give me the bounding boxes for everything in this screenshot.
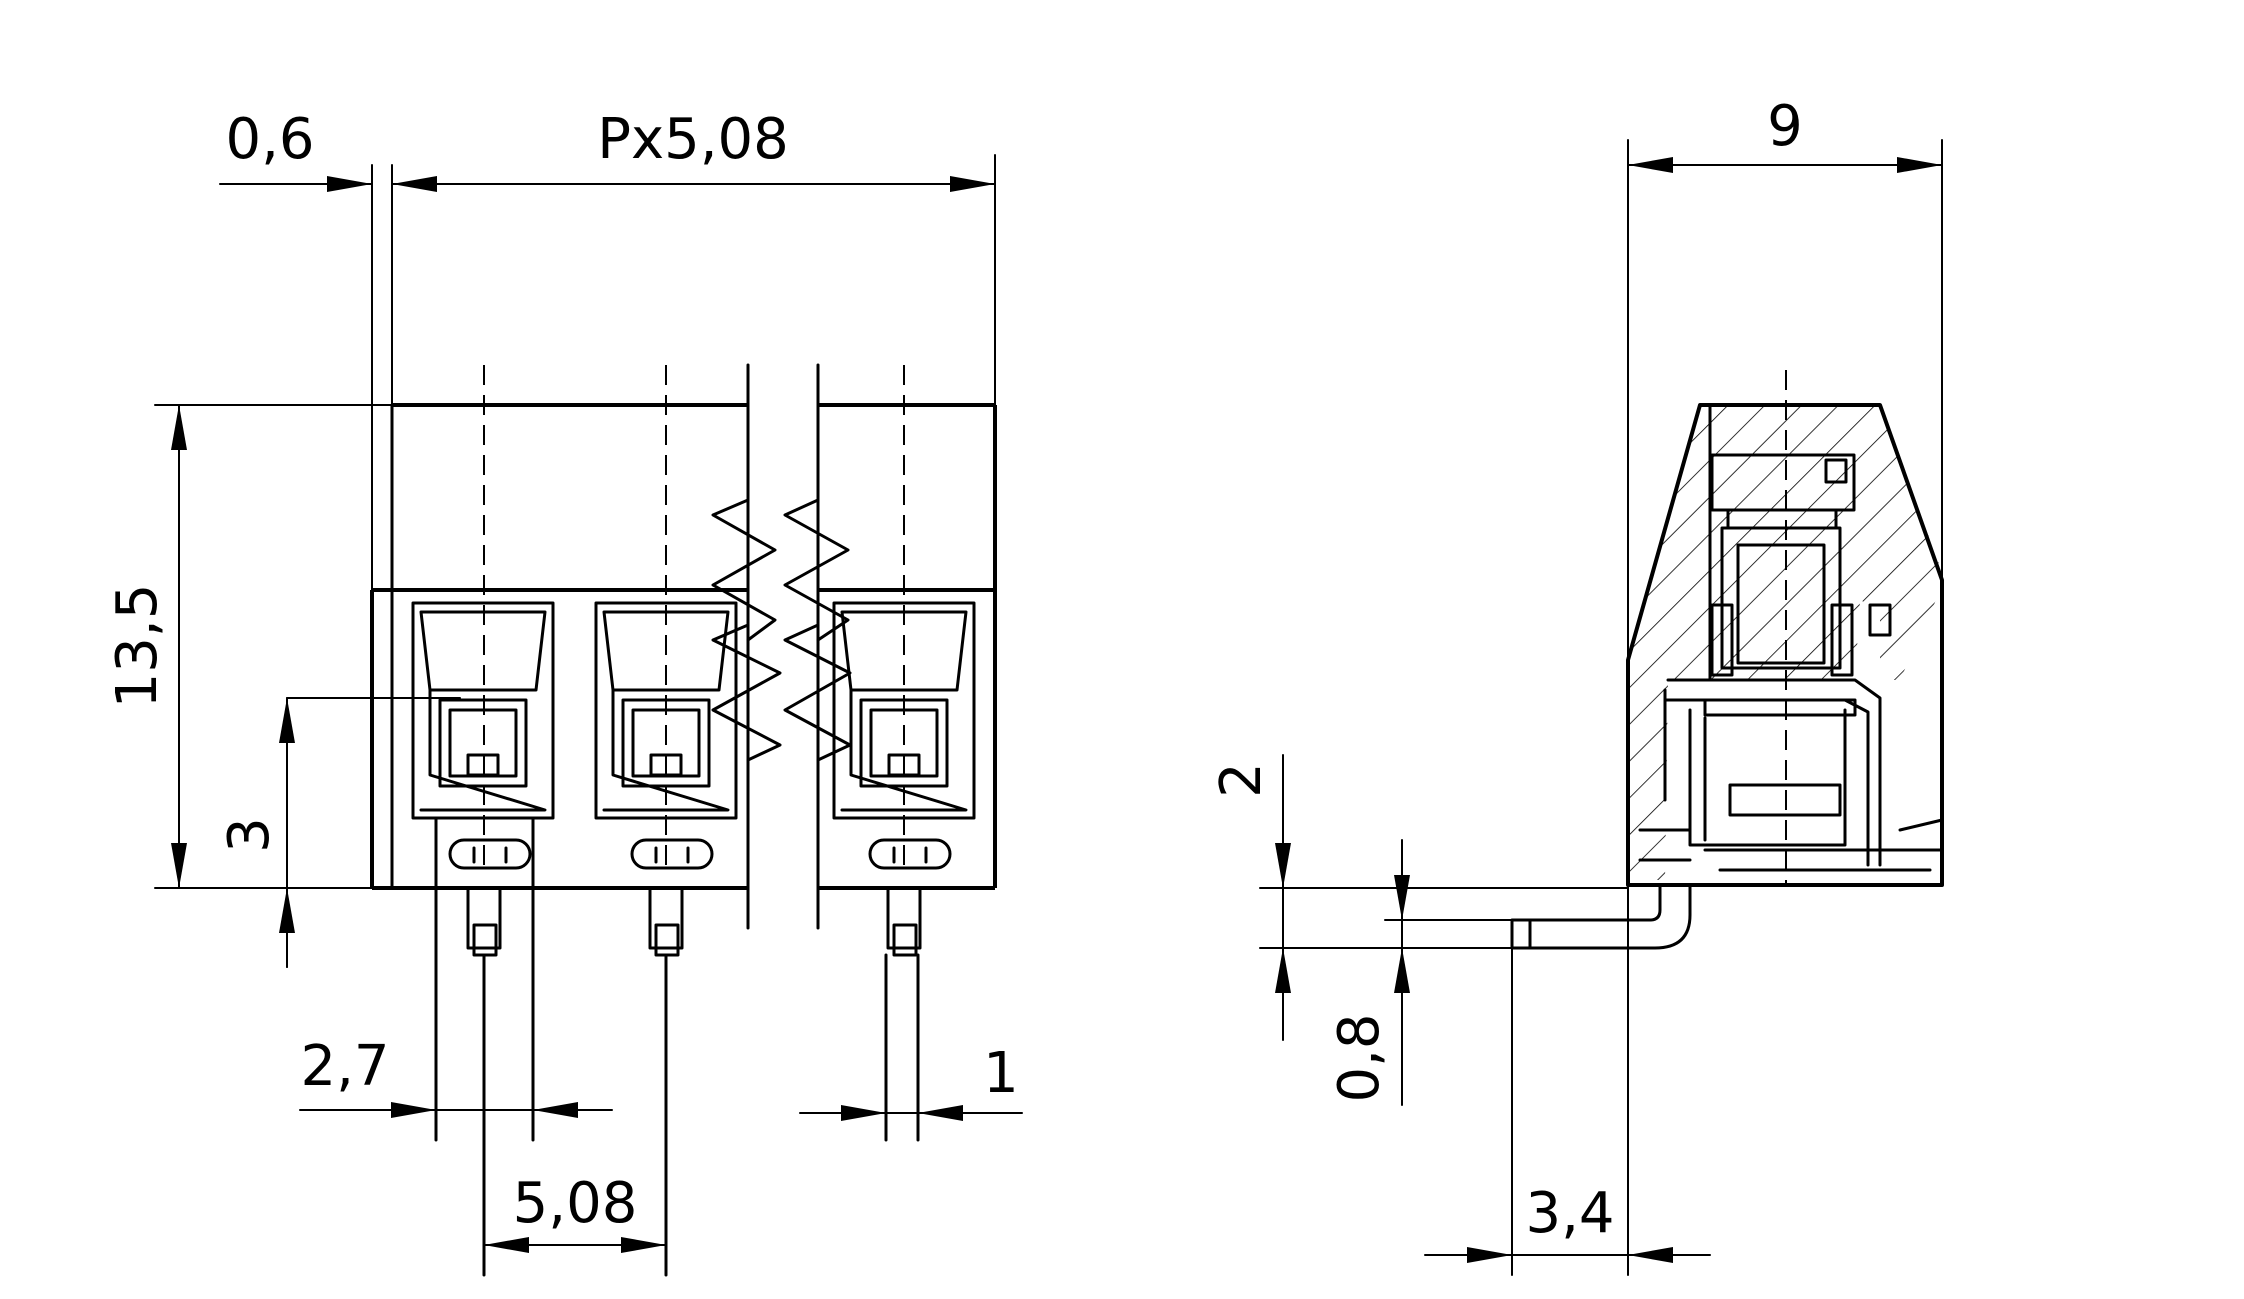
dim-pin-thickness-label: 1 xyxy=(983,1041,1019,1106)
dim-pitch-label: 5,08 xyxy=(513,1171,638,1236)
dim-height: 13,5 xyxy=(105,404,187,889)
dim-depth-label: 9 xyxy=(1767,94,1803,159)
dim-pitch-total-label: Px5,08 xyxy=(597,107,789,172)
dim-pitch: 5,08 xyxy=(483,1171,667,1253)
dim-pin-reach-label: 3,4 xyxy=(1525,1181,1614,1246)
dim-pin-width-label: 2,7 xyxy=(300,1034,389,1099)
dim-offset: 0,6 xyxy=(219,107,437,192)
side-view: 9 2 0,8 3,4 xyxy=(1209,94,1945,1276)
dim-pin-reach: 3,4 xyxy=(1424,1181,1711,1263)
bent-solder-pin xyxy=(1510,883,1692,950)
dim-pitch-total: Px5,08 xyxy=(391,107,996,192)
dim-lift: 2 xyxy=(1209,754,1291,1041)
dim-depth: 9 xyxy=(1627,94,1943,173)
dim-side-pin-thickness: 0,8 xyxy=(1327,839,1410,1106)
terminal-body-left xyxy=(370,363,782,930)
front-view: 0,6 Px5,08 13,5 3 2,7 xyxy=(105,107,1023,1277)
dim-pin-height-label: 3 xyxy=(217,817,282,853)
extension-lines xyxy=(154,154,996,1142)
dim-pin-width: 2,7 xyxy=(299,1034,613,1118)
dim-offset-label: 0,6 xyxy=(225,107,314,172)
dim-pin-height: 3 xyxy=(217,697,295,968)
dim-side-pin-thickness-label: 0,8 xyxy=(1327,1013,1392,1102)
dim-pin-thickness: 1 xyxy=(799,1041,1023,1121)
dim-height-label: 13,5 xyxy=(105,584,170,709)
dim-lift-label: 2 xyxy=(1209,762,1274,798)
solder-pins xyxy=(466,886,922,1142)
centre-lines xyxy=(482,365,905,1277)
side-extension-lines xyxy=(1259,139,1943,1276)
